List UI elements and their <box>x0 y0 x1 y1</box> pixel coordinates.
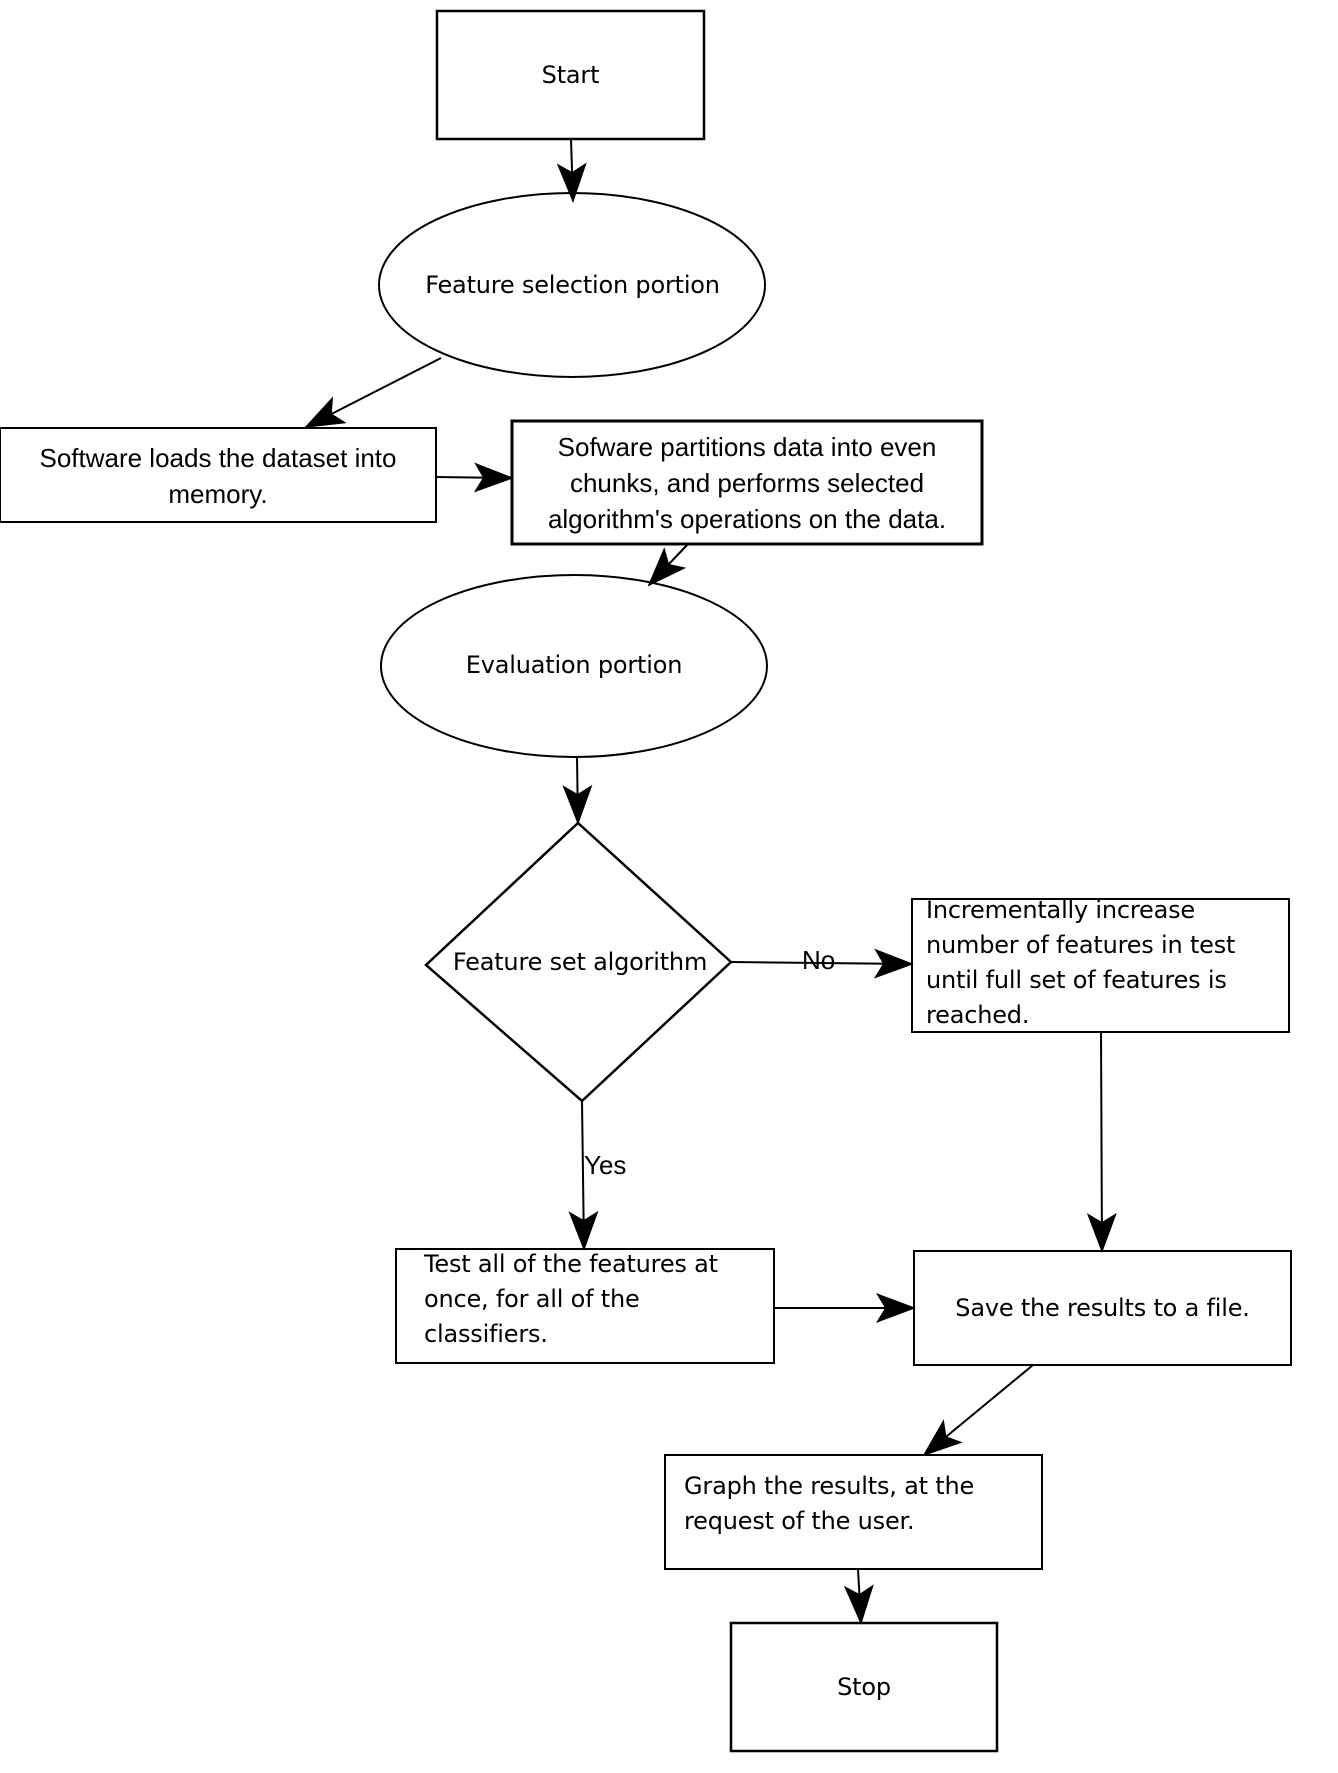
edge-partition-to-evaluation <box>647 543 689 587</box>
feature-selection-label: Feature selection portion <box>425 270 720 299</box>
edge-start-to-feature-selection <box>556 138 587 203</box>
load-dataset-node <box>0 427 437 523</box>
incremental-node <box>911 898 1290 1033</box>
evaluation-label: Evaluation portion <box>465 650 683 679</box>
stop-label: Stop <box>837 1672 891 1701</box>
test-all-node <box>395 1248 775 1364</box>
graph-label: Graph the results, at the request of the… <box>684 1472 975 1535</box>
partition-label: Sofware partitions data into even chunks… <box>547 431 947 534</box>
start-label: Start <box>541 60 600 89</box>
edge-evaluation-to-decision <box>562 756 593 825</box>
graph-node <box>664 1454 1043 1570</box>
edge-label-yes: Yes <box>584 1150 627 1180</box>
save-node <box>913 1250 1292 1366</box>
edge-label-no: No <box>802 945 836 975</box>
save-label: Save the results to a file. <box>955 1293 1250 1322</box>
edge-decision-yes <box>568 1100 599 1251</box>
edge-save-to-graph <box>922 1364 1034 1457</box>
evaluation-node <box>380 574 768 758</box>
partition-node <box>510 419 984 546</box>
edge-load-to-partition <box>435 462 514 493</box>
stop-node <box>729 1621 999 1753</box>
load-dataset-label: Software loads the dataset into memory. <box>39 443 397 509</box>
edge-feature-selection-to-load <box>304 357 442 428</box>
test-all-label: Test all of the features at once, for al… <box>424 1249 718 1348</box>
edge-incremental-to-save <box>1086 1031 1117 1253</box>
decision-label: Feature set algorithm <box>452 947 708 976</box>
edge-decision-no <box>730 948 914 979</box>
start-node <box>435 9 706 141</box>
incremental-label: Incrementally increase number of feature… <box>926 896 1236 1029</box>
edge-graph-to-stop <box>843 1568 874 1625</box>
